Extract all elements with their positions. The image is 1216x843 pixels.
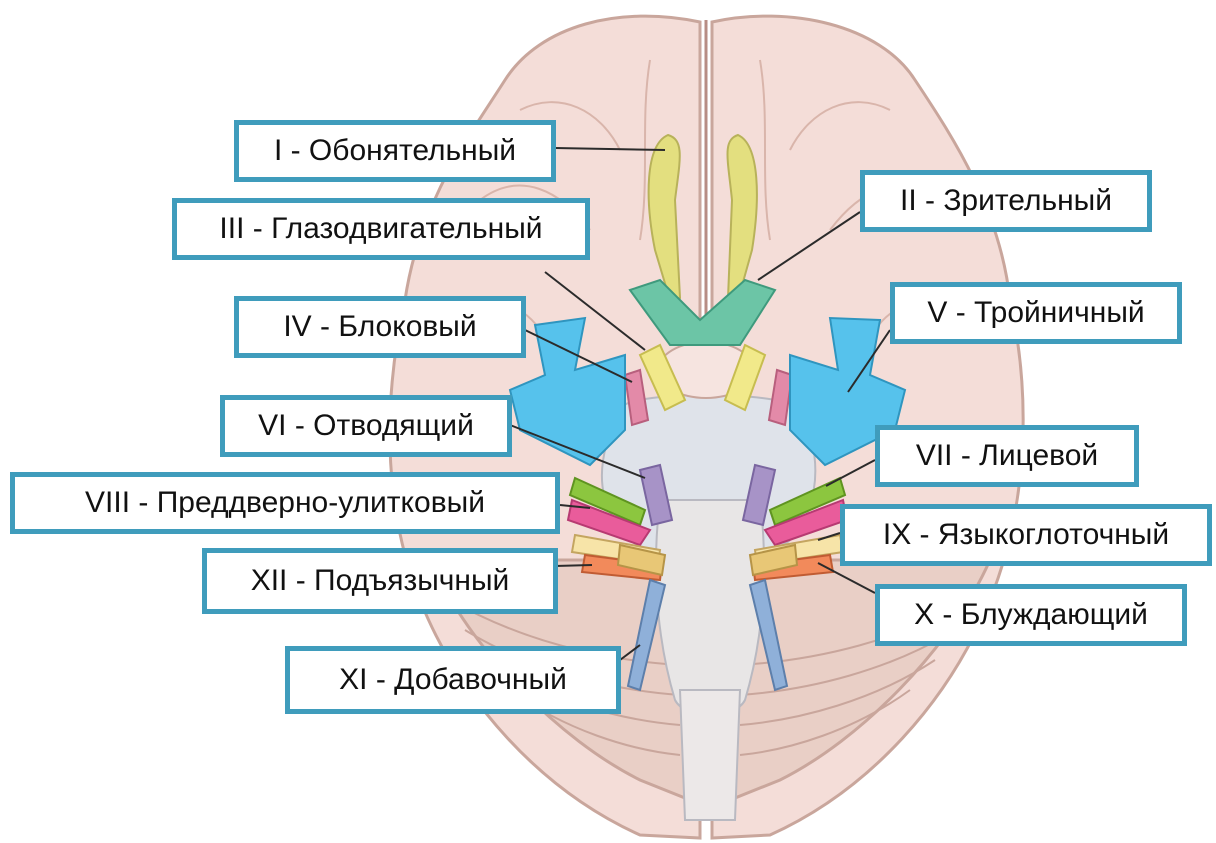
label-vagus-text: X - Блуждающий (914, 599, 1148, 631)
label-trigeminal: V - Тройничный (890, 282, 1182, 344)
label-optic-text: II - Зрительный (865, 175, 1147, 217)
label-abducens: VI - Отводящий (220, 395, 512, 457)
label-optic: II - Зрительный (860, 170, 1152, 232)
label-oculomotor: III - Глазодвигательный (172, 198, 590, 260)
label-glossopharyngeal-text: IX - Языкоглоточный (883, 519, 1169, 551)
medulla (656, 500, 764, 715)
label-trochlear: IV - Блоковый (234, 296, 526, 358)
label-hypoglossal-text: XII - Подъязычный (251, 565, 510, 597)
label-glossopharyngeal: IX - Языкоглоточный (840, 504, 1212, 566)
label-accessory: XI - Добавочный (285, 646, 621, 714)
label-vestibulocochlear: VIII - Преддверно-улитковый (10, 472, 560, 534)
label-vagus: X - Блуждающий (875, 584, 1187, 646)
spinal-cord (680, 690, 740, 820)
label-olfactory: I - Обонятельный (234, 120, 556, 182)
label-trochlear-text: IV - Блоковый (283, 311, 476, 343)
label-hypoglossal: XII - Подъязычный (202, 548, 558, 614)
label-abducens-text: VI - Отводящий (225, 400, 507, 442)
label-olfactory-text: I - Обонятельный (239, 125, 551, 167)
label-trigeminal-text: V - Тройничный (895, 287, 1177, 329)
label-facial-text: VII - Лицевой (916, 440, 1098, 472)
label-oculomotor-text: III - Глазодвигательный (177, 203, 585, 245)
label-vestibulocochlear-text: VIII - Преддверно-улитковый (85, 487, 485, 519)
label-facial: VII - Лицевой (875, 425, 1139, 487)
label-accessory-text: XI - Добавочный (339, 664, 567, 696)
